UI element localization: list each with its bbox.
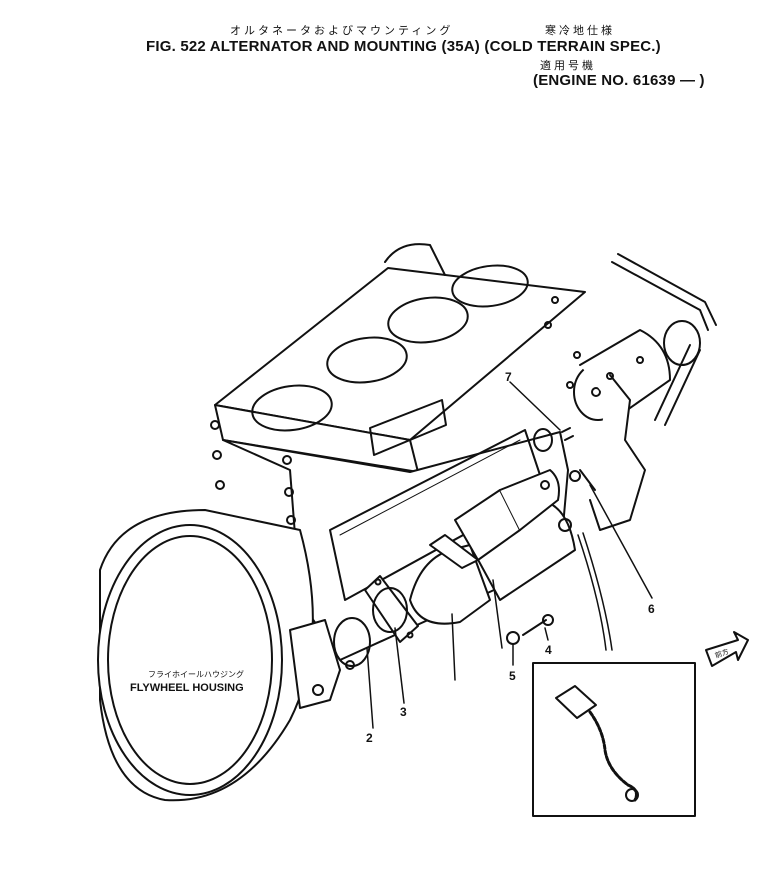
nut-5 xyxy=(506,631,520,645)
starter-motor xyxy=(409,469,576,625)
japanese-title: オルタネータおよびマウンティング xyxy=(230,25,454,37)
callout-6: 6 xyxy=(648,602,655,616)
leader-lines xyxy=(366,381,653,729)
engine-number: (ENGINE NO. 61639 — ) xyxy=(533,72,705,89)
callout-5: 5 xyxy=(509,669,516,683)
gasket-2 xyxy=(333,617,371,667)
wire xyxy=(577,532,613,651)
callout-4: 4 xyxy=(545,643,552,657)
flywheel-housing-jp-label: フライホイールハウジング xyxy=(148,669,244,679)
japanese-applicable-label: 適用号機 xyxy=(540,60,596,72)
callout-2: 2 xyxy=(366,731,373,745)
flywheel-housing xyxy=(97,509,355,802)
bolt-4 xyxy=(522,614,554,636)
flange-gasket-3 xyxy=(364,575,419,643)
callout-3: 3 xyxy=(400,705,407,719)
front-direction-arrow xyxy=(705,631,749,667)
alternator xyxy=(569,320,701,531)
callout-7: 7 xyxy=(505,370,512,384)
flywheel-housing-label: FLYWHEEL HOUSING xyxy=(130,682,244,694)
fan-belt xyxy=(611,253,717,426)
connector-detail-box xyxy=(532,662,696,817)
figure-title: FIG. 522 ALTERNATOR AND MOUNTING (35A) (… xyxy=(146,38,661,55)
japanese-cold-terrain-label: 寒冷地仕様 xyxy=(545,25,615,37)
